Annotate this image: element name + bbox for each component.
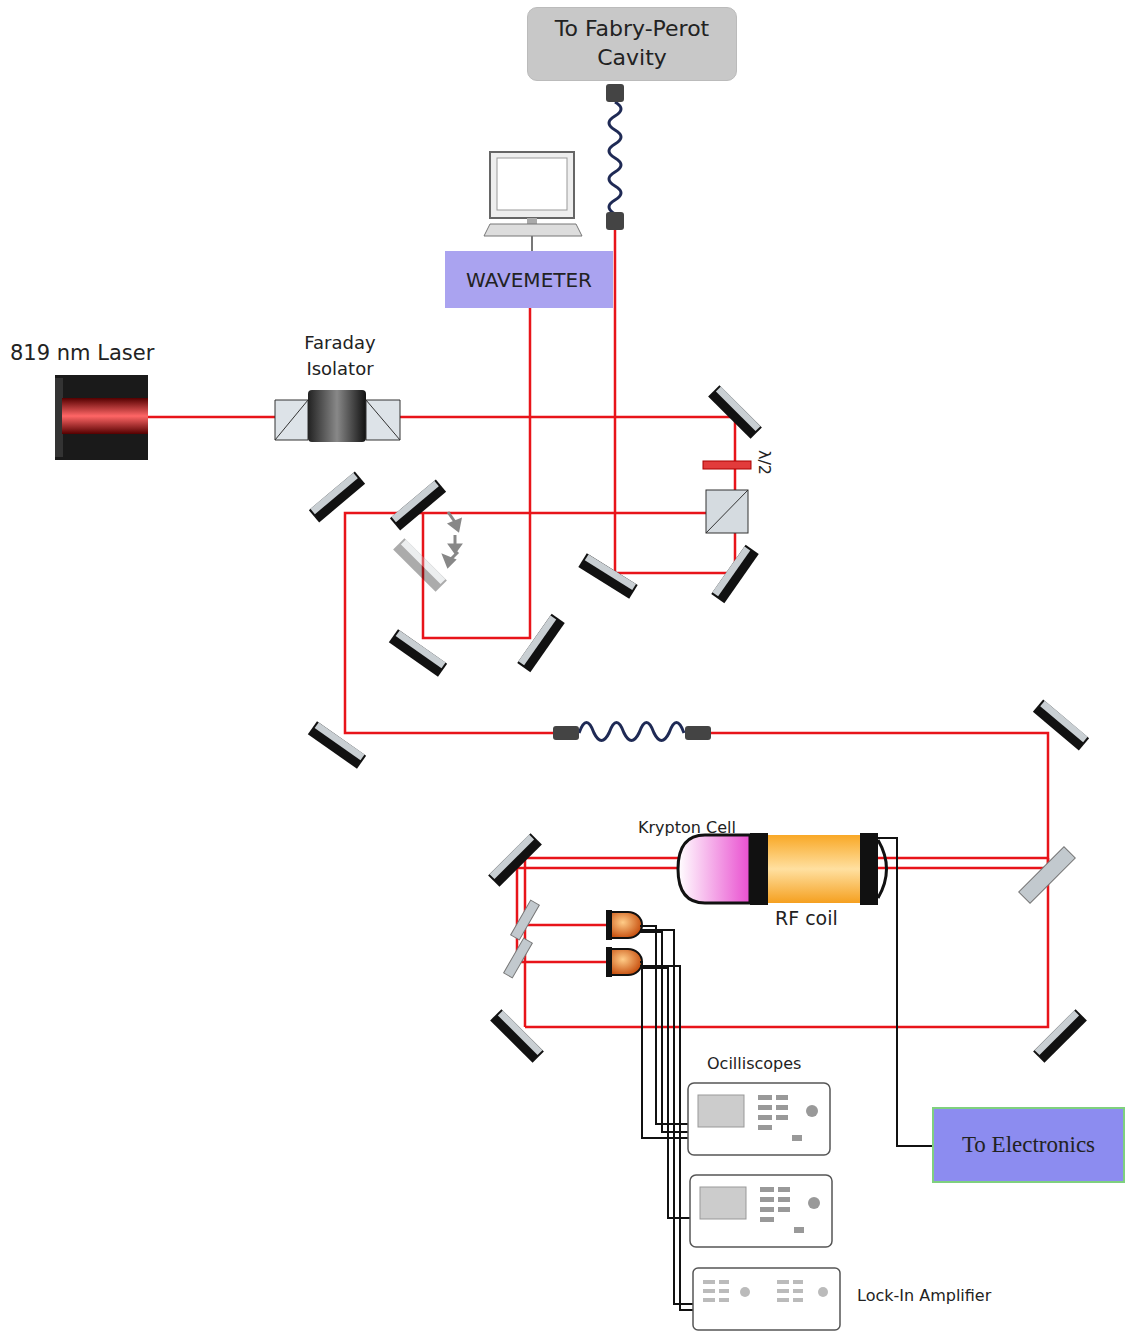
box-label: To Fabry-Perot Cavity: [536, 15, 728, 72]
part-label: 819 nm Laser: [10, 338, 154, 368]
part-label: Faraday Isolator: [290, 330, 390, 382]
instrument-box: WAVEMETER: [445, 251, 613, 308]
destination-box: To Fabry-Perot Cavity: [527, 7, 737, 81]
instrument-label: Lock-In Amplifier: [857, 1284, 991, 1307]
instrument-label: Ocilliscopes: [707, 1052, 801, 1075]
part-label: Krypton Cell: [638, 816, 736, 839]
destination-box: To Electronics: [932, 1107, 1125, 1183]
part-label: RF coil: [775, 905, 838, 933]
optical-fiber: [579, 723, 684, 741]
optical-fiber: [609, 102, 621, 214]
waveplate-label: λ/2: [753, 450, 776, 475]
box-label: To Electronics: [962, 1130, 1095, 1160]
box-label: WAVEMETER: [466, 267, 592, 293]
